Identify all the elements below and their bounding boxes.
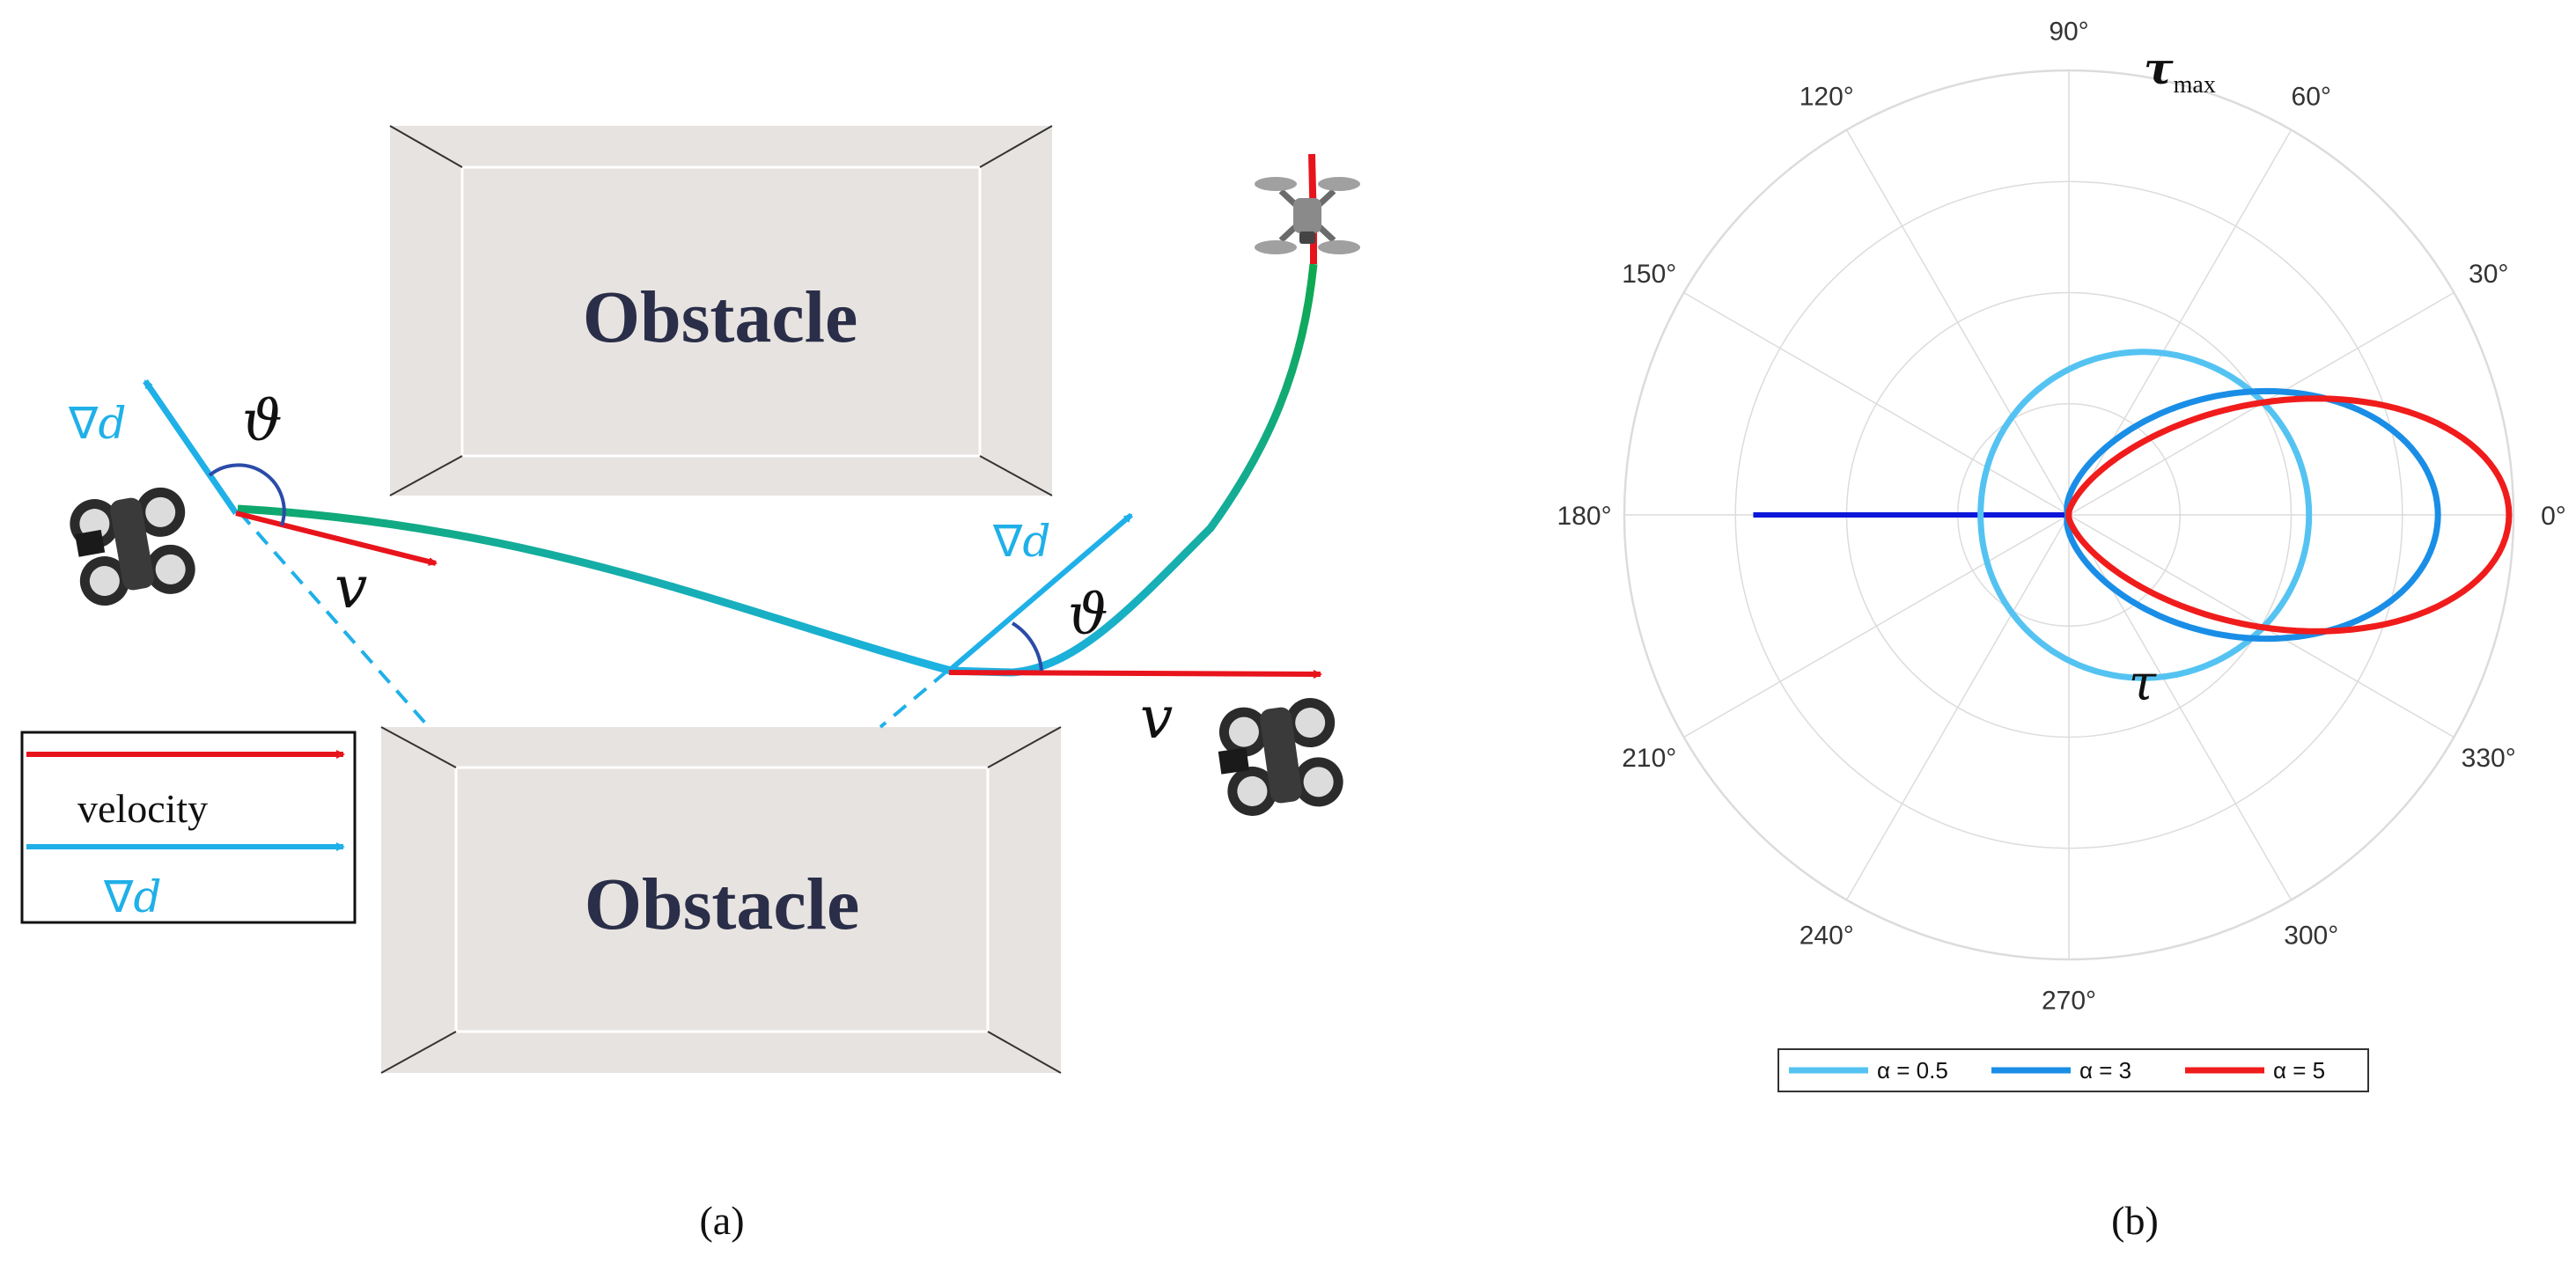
legend-b: α = 0.5 α = 3 α = 5	[1777, 1048, 2369, 1092]
angle-tick-label: 330°	[2462, 744, 2516, 773]
polar-spoke-8	[1845, 514, 2070, 900]
velocity-arrow-middle	[948, 669, 1322, 679]
trajectory-segment-1	[237, 504, 1013, 677]
angle-tick-label: 300°	[2284, 922, 2338, 951]
panel-b: 0° 30° 60° 90° 120° 150° 180° 210° 240° 270° 300° 3…	[1557, 18, 2566, 1243]
angle-tick-label: 90°	[2049, 18, 2088, 47]
polar-spoke-10	[2068, 514, 2293, 900]
polar-spoke-5	[1683, 291, 2070, 516]
velocity-label-left: v	[335, 554, 367, 621]
obstacle-bottom: Obstacle	[380, 726, 1062, 1074]
angle-tick-label: 240°	[1800, 922, 1854, 951]
angle-tick-label: 120°	[1800, 82, 1854, 111]
grad-arrow-left	[143, 379, 239, 515]
grad-arrow-middle	[947, 512, 1133, 673]
theta-arc-left	[208, 463, 286, 526]
panel-a: Obstacle Obstacle ∇d ϑ v ∇d	[20, 125, 1360, 1243]
caption-b: (b)	[2111, 1198, 2159, 1243]
angle-tick-label: 270°	[2042, 986, 2096, 1015]
velocity-arrow-left	[235, 511, 438, 566]
obstacle-top-label: Obstacle	[583, 276, 858, 358]
legend-entry-label: α = 3	[2079, 1057, 2131, 1084]
angle-tick-label: 0°	[2541, 502, 2566, 531]
legend-velocity-label: velocity	[77, 786, 208, 831]
legend-entry-label: α = 5	[2273, 1057, 2325, 1084]
theta-arc-middle	[1011, 621, 1043, 672]
polar-curves	[1753, 349, 2513, 681]
velocity-label-middle: v	[1140, 684, 1173, 752]
obstacle-top: Obstacle	[389, 125, 1053, 496]
polar-spoke-2	[2068, 129, 2293, 516]
caption-a: (a)	[699, 1198, 744, 1243]
trajectory-segment-2	[1012, 263, 1318, 677]
tau-label: τ	[2129, 655, 2157, 712]
angle-tick-label: 150°	[1622, 260, 1676, 289]
series-curve-2	[2065, 395, 2513, 635]
drone-fpv-left-icon	[70, 487, 195, 606]
angle-tick-label: 30°	[2469, 260, 2508, 289]
angle-tick-label: 60°	[2292, 82, 2331, 111]
tau-max-label: τmax	[2144, 42, 2216, 99]
legend-grad-label: ∇d	[103, 871, 161, 922]
series-curve-0	[1977, 349, 2313, 681]
obstacle-bottom-label: Obstacle	[585, 863, 860, 945]
grad-label-middle: ∇d	[992, 516, 1050, 567]
dashed-line-right	[879, 670, 948, 729]
dashed-line-left	[238, 511, 431, 729]
drone-fpv-right-icon	[1218, 698, 1343, 816]
polar-angle-ticks: 0° 30° 60° 90° 120° 150° 180° 210° 240° 270° 300° 3…	[1557, 18, 2566, 1016]
grad-label-left: ∇d	[68, 398, 126, 449]
legend-entry-label: α = 0.5	[1877, 1057, 1948, 1084]
polar-spoke-7	[1683, 514, 2070, 738]
angle-tick-label: 210°	[1622, 744, 1676, 773]
theta-label-middle: ϑ	[1068, 583, 1108, 648]
angle-tick-label: 180°	[1557, 502, 1612, 531]
polar-spoke-4	[1845, 129, 2070, 516]
quadcopter-icon	[1255, 177, 1360, 254]
theta-label-left: ϑ	[242, 389, 283, 454]
legend-a: velocity ∇d	[20, 731, 357, 924]
